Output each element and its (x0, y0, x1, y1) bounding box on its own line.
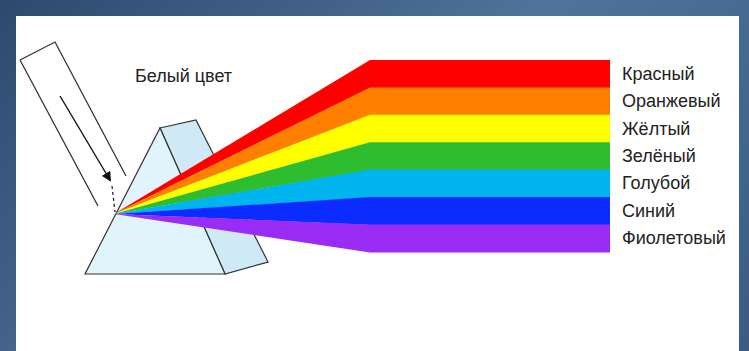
beam-dash (112, 186, 115, 212)
color-label: Фиолетовый (622, 228, 726, 248)
spectrum (114, 60, 610, 252)
color-label: Голубой (622, 173, 690, 193)
spectrum-band (114, 60, 610, 214)
color-label: Красный (622, 64, 694, 84)
spectrum-band (114, 87, 610, 214)
color-label: Синий (622, 201, 675, 221)
color-label: Оранжевый (622, 91, 721, 111)
light-label: Белый цвет (135, 66, 232, 86)
spectrum-band (114, 214, 610, 252)
color-label: Зелёный (622, 146, 696, 166)
beam-arrow (60, 96, 110, 180)
white-beam (20, 42, 126, 206)
color-label: Жёлтый (622, 119, 690, 139)
